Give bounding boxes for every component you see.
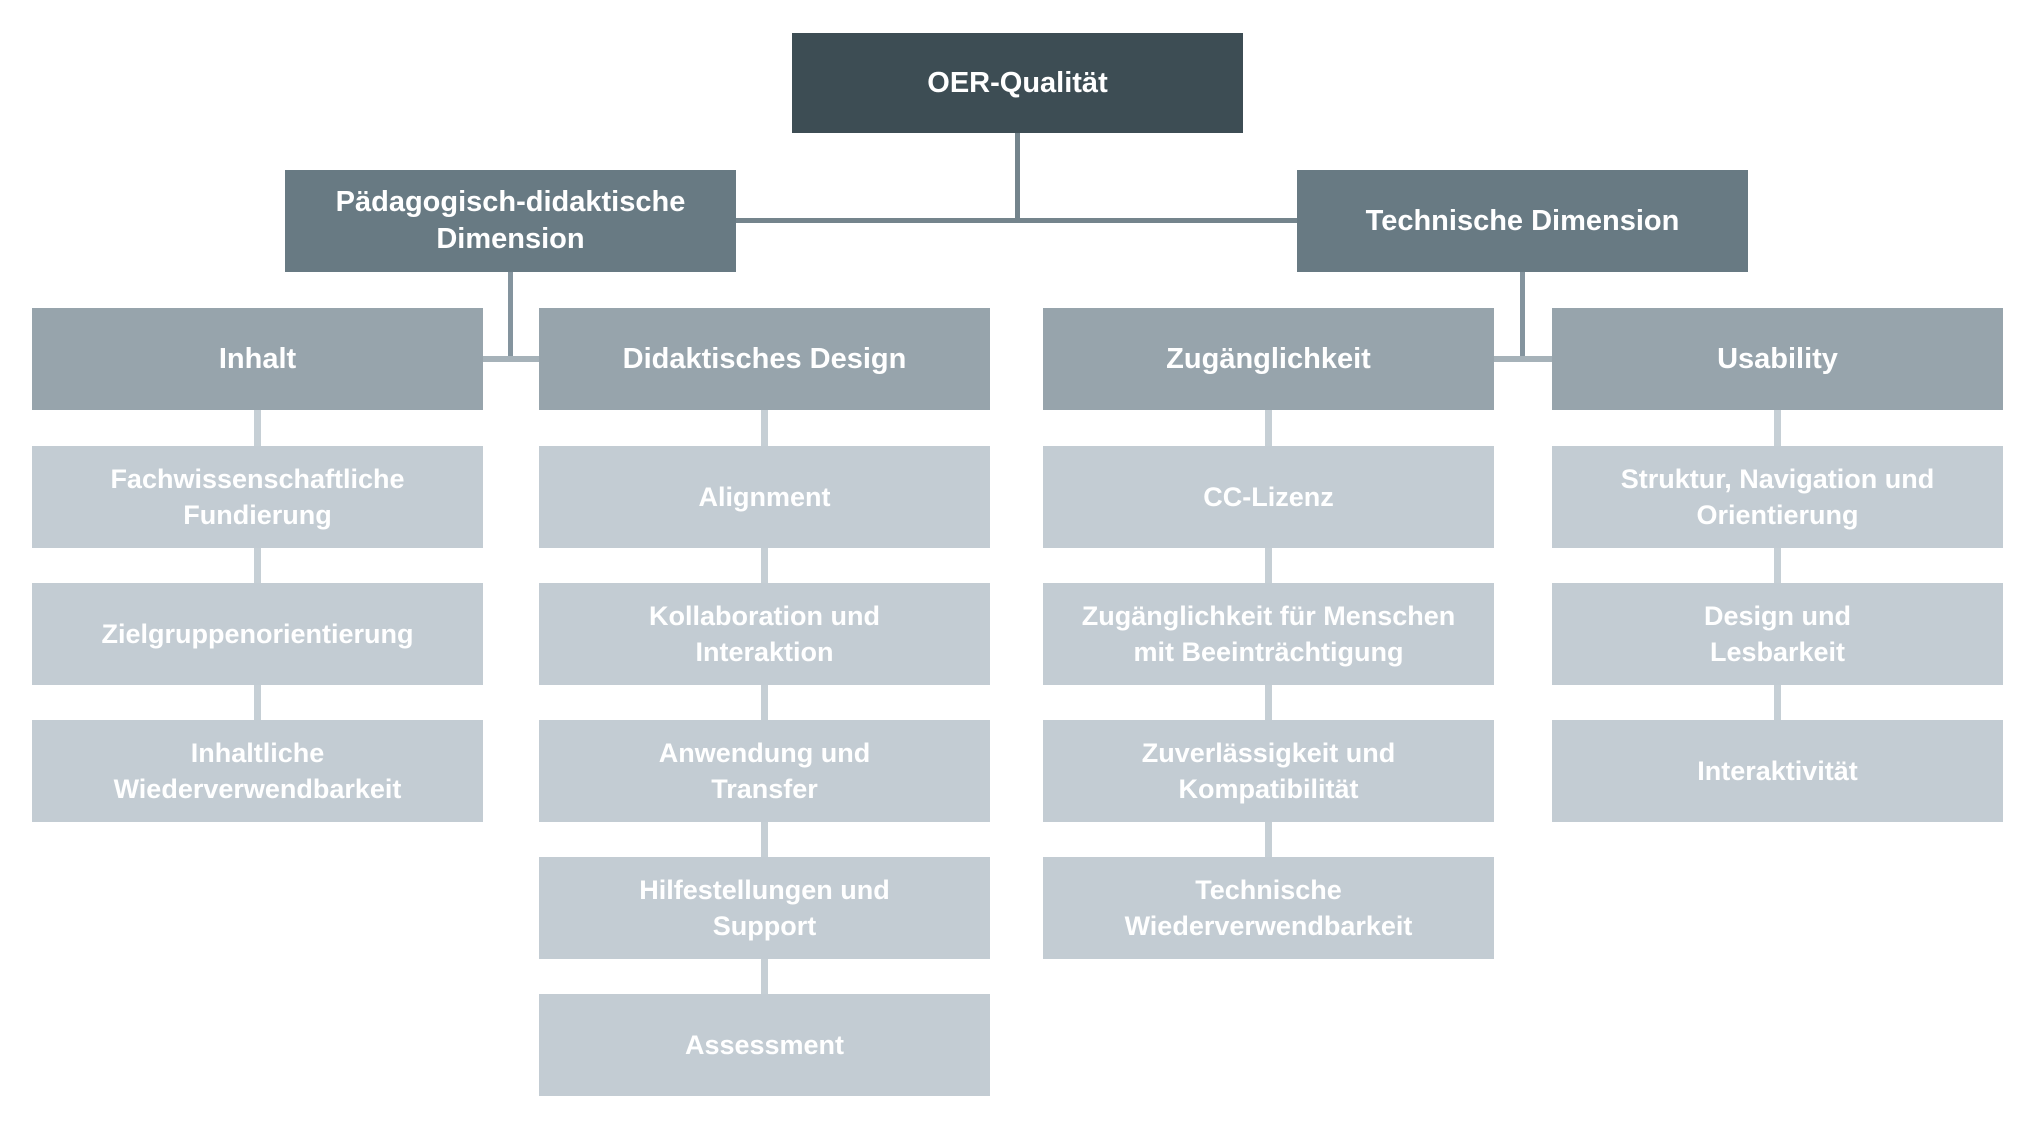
connector-col1-seg3 bbox=[254, 685, 261, 720]
connector-col2-seg4 bbox=[761, 822, 768, 857]
connector-col3-seg3 bbox=[1265, 685, 1272, 720]
connector-col4-seg2 bbox=[1774, 548, 1781, 583]
node-fachwissenschaftliche-fundierung: Fachwissenschaftliche Fundierung bbox=[32, 446, 483, 548]
node-zielgruppenorientierung: Zielgruppenorientierung bbox=[32, 583, 483, 685]
connector-root-vertical bbox=[1015, 133, 1020, 223]
connector-root-horizontal bbox=[736, 218, 1297, 223]
node-cc-lizenz: CC-Lizenz bbox=[1043, 446, 1494, 548]
node-zugaenglichkeit: Zugänglichkeit bbox=[1043, 308, 1494, 410]
node-oer-qualitaet: OER-Qualität bbox=[792, 33, 1243, 133]
node-zuverlaessigkeit-und-kompatibilitaet: Zuverlässigkeit und Kompatibilität bbox=[1043, 720, 1494, 822]
node-assessment: Assessment bbox=[539, 994, 990, 1096]
connector-col3-seg2 bbox=[1265, 548, 1272, 583]
connector-col3-seg1 bbox=[1265, 410, 1272, 446]
connector-col2-seg5 bbox=[761, 959, 768, 994]
node-usability: Usability bbox=[1552, 308, 2003, 410]
node-anwendung-und-transfer: Anwendung und Transfer bbox=[539, 720, 990, 822]
node-interaktivitaet: Interaktivität bbox=[1552, 720, 2003, 822]
connector-technische-vertical bbox=[1520, 272, 1525, 357]
connector-inhalt-didaktisches-horizontal bbox=[483, 356, 539, 362]
node-hilfestellungen-und-support: Hilfestellungen und Support bbox=[539, 857, 990, 959]
connector-col2-seg3 bbox=[761, 685, 768, 720]
connector-zugaenglichkeit-usability-horizontal bbox=[1494, 356, 1552, 362]
node-kollaboration-und-interaktion: Kollaboration und Interaktion bbox=[539, 583, 990, 685]
node-struktur-navigation-orientierung: Struktur, Navigation und Orientierung bbox=[1552, 446, 2003, 548]
connector-paedagogisch-vertical bbox=[508, 272, 513, 357]
connector-col3-seg4 bbox=[1265, 822, 1272, 857]
node-zugaenglichkeit-fuer-menschen: Zugänglichkeit für Menschen mit Beeinträ… bbox=[1043, 583, 1494, 685]
node-paedagogisch-didaktische-dimension: Pädagogisch-didaktische Dimension bbox=[285, 170, 736, 272]
node-inhalt: Inhalt bbox=[32, 308, 483, 410]
connector-col2-seg2 bbox=[761, 548, 768, 583]
node-design-und-lesbarkeit: Design und Lesbarkeit bbox=[1552, 583, 2003, 685]
node-didaktisches-design: Didaktisches Design bbox=[539, 308, 990, 410]
connector-col4-seg3 bbox=[1774, 685, 1781, 720]
node-inhaltliche-wiederverwendbarkeit: Inhaltliche Wiederverwendbarkeit bbox=[32, 720, 483, 822]
connector-col1-seg1 bbox=[254, 410, 261, 446]
node-technische-dimension: Technische Dimension bbox=[1297, 170, 1748, 272]
connector-col4-seg1 bbox=[1774, 410, 1781, 446]
connector-col2-seg1 bbox=[761, 410, 768, 446]
node-technische-wiederverwendbarkeit: Technische Wiederverwendbarkeit bbox=[1043, 857, 1494, 959]
node-alignment: Alignment bbox=[539, 446, 990, 548]
connector-col1-seg2 bbox=[254, 548, 261, 583]
